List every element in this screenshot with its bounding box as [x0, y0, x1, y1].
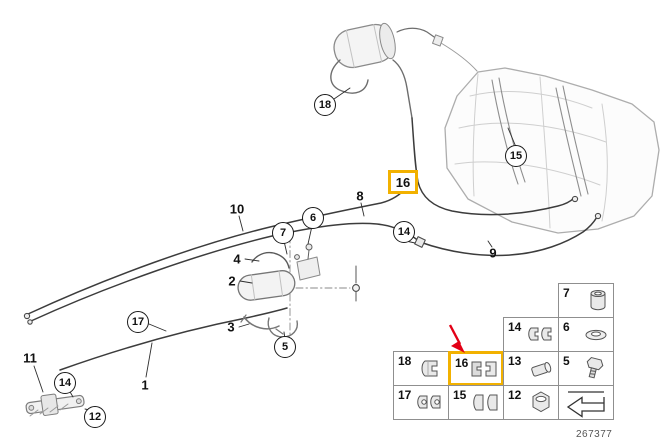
- vent-filter: [330, 22, 478, 119]
- callout-circled-17[interactable]: 17: [127, 311, 149, 333]
- callout-circled-14[interactable]: 14: [393, 221, 415, 243]
- callout-circled-6[interactable]: 6: [302, 207, 324, 229]
- callout-2[interactable]: 2: [228, 274, 235, 289]
- direction-arrow-icon: [566, 390, 605, 418]
- legend-cell-label: 6: [563, 320, 570, 334]
- callout-label: 12: [88, 411, 102, 423]
- legend-cell-6[interactable]: 6: [558, 317, 614, 352]
- callout-label: 2: [228, 273, 236, 289]
- callout-circled-5[interactable]: 5: [274, 336, 296, 358]
- callout-label: 10: [229, 201, 245, 217]
- callout-label: 4: [233, 251, 241, 267]
- callout-label: 9: [489, 245, 497, 261]
- callout-1[interactable]: 1: [141, 378, 148, 393]
- callout-circled-7[interactable]: 7: [272, 222, 294, 244]
- line-fittings: [23, 195, 602, 325]
- callout-circled-18[interactable]: 18: [314, 94, 336, 116]
- legend-cell-label: 5: [563, 354, 570, 368]
- callout-label: 14: [397, 226, 411, 238]
- callout-label: 5: [281, 341, 289, 353]
- callout-label: 11: [23, 350, 37, 366]
- callout-8[interactable]: 8: [356, 189, 363, 204]
- callout-9[interactable]: 9: [489, 246, 496, 261]
- sleeve-icon: [531, 361, 552, 377]
- nut-icon: [532, 390, 550, 412]
- legend-cell-14[interactable]: 14: [503, 317, 559, 352]
- legend-cell-17[interactable]: 17: [393, 385, 449, 420]
- legend-cell-12[interactable]: 12: [503, 385, 559, 420]
- legend-cell-label: 18: [398, 354, 412, 368]
- bushing-icon: [590, 289, 606, 310]
- callout-3[interactable]: 3: [227, 320, 234, 335]
- legend-cell-16-highlighted[interactable]: 16: [448, 351, 504, 386]
- callout-label: 7: [279, 227, 287, 239]
- legend-cell-label: 16: [455, 356, 469, 370]
- callout-circled-12[interactable]: 12: [84, 406, 106, 428]
- legend-cell-label: 17: [398, 388, 412, 402]
- retainer-clips-icon: [471, 361, 497, 376]
- callout-circled-14b[interactable]: 14: [54, 372, 76, 394]
- pump-assembly: [25, 393, 85, 417]
- callout-label: 3: [227, 319, 235, 335]
- clamp-pair-icon: [417, 395, 441, 408]
- callout-label: 18: [318, 99, 332, 111]
- legend-cell-direction[interactable]: [558, 385, 614, 420]
- bolt-icon: [586, 356, 604, 378]
- legend-cell-label: 13: [508, 354, 522, 368]
- callout-label: 8: [356, 188, 364, 204]
- fuel-tank: [444, 67, 660, 234]
- callout-label: 17: [131, 316, 145, 328]
- callout-10[interactable]: 10: [230, 202, 244, 217]
- callout-highlighted-16[interactable]: 16: [388, 170, 418, 194]
- clamp-icon: [528, 327, 552, 340]
- washer-icon: [585, 329, 607, 340]
- legend-cell-15[interactable]: 15: [448, 385, 504, 420]
- doc-number: 267377: [576, 429, 613, 440]
- legend-cell-18[interactable]: 18: [393, 351, 449, 386]
- legend-cell-label: 15: [453, 388, 467, 402]
- callout-label: 14: [58, 377, 72, 389]
- callout-label: 15: [509, 150, 523, 162]
- legend-cell-label: 12: [508, 388, 522, 402]
- callout-label: 16: [395, 174, 411, 190]
- callout-label: 6: [309, 212, 317, 224]
- clip-pair-icon: [473, 394, 498, 410]
- callout-circled-15[interactable]: 15: [505, 145, 527, 167]
- legend-cell-label: 14: [508, 320, 522, 334]
- callout-11[interactable]: 11: [23, 351, 37, 366]
- callout-label: 1: [141, 377, 149, 393]
- legend-cell-7[interactable]: 7: [558, 283, 614, 318]
- legend-cell-label: 7: [563, 286, 570, 300]
- callout-4[interactable]: 4: [233, 252, 240, 267]
- clip-icon: [421, 360, 438, 376]
- tank-lines: [491, 77, 589, 197]
- inline-filter-assembly: [237, 235, 351, 338]
- legend-cell-5[interactable]: 5: [558, 351, 614, 386]
- legend-cell-13[interactable]: 13: [503, 351, 559, 386]
